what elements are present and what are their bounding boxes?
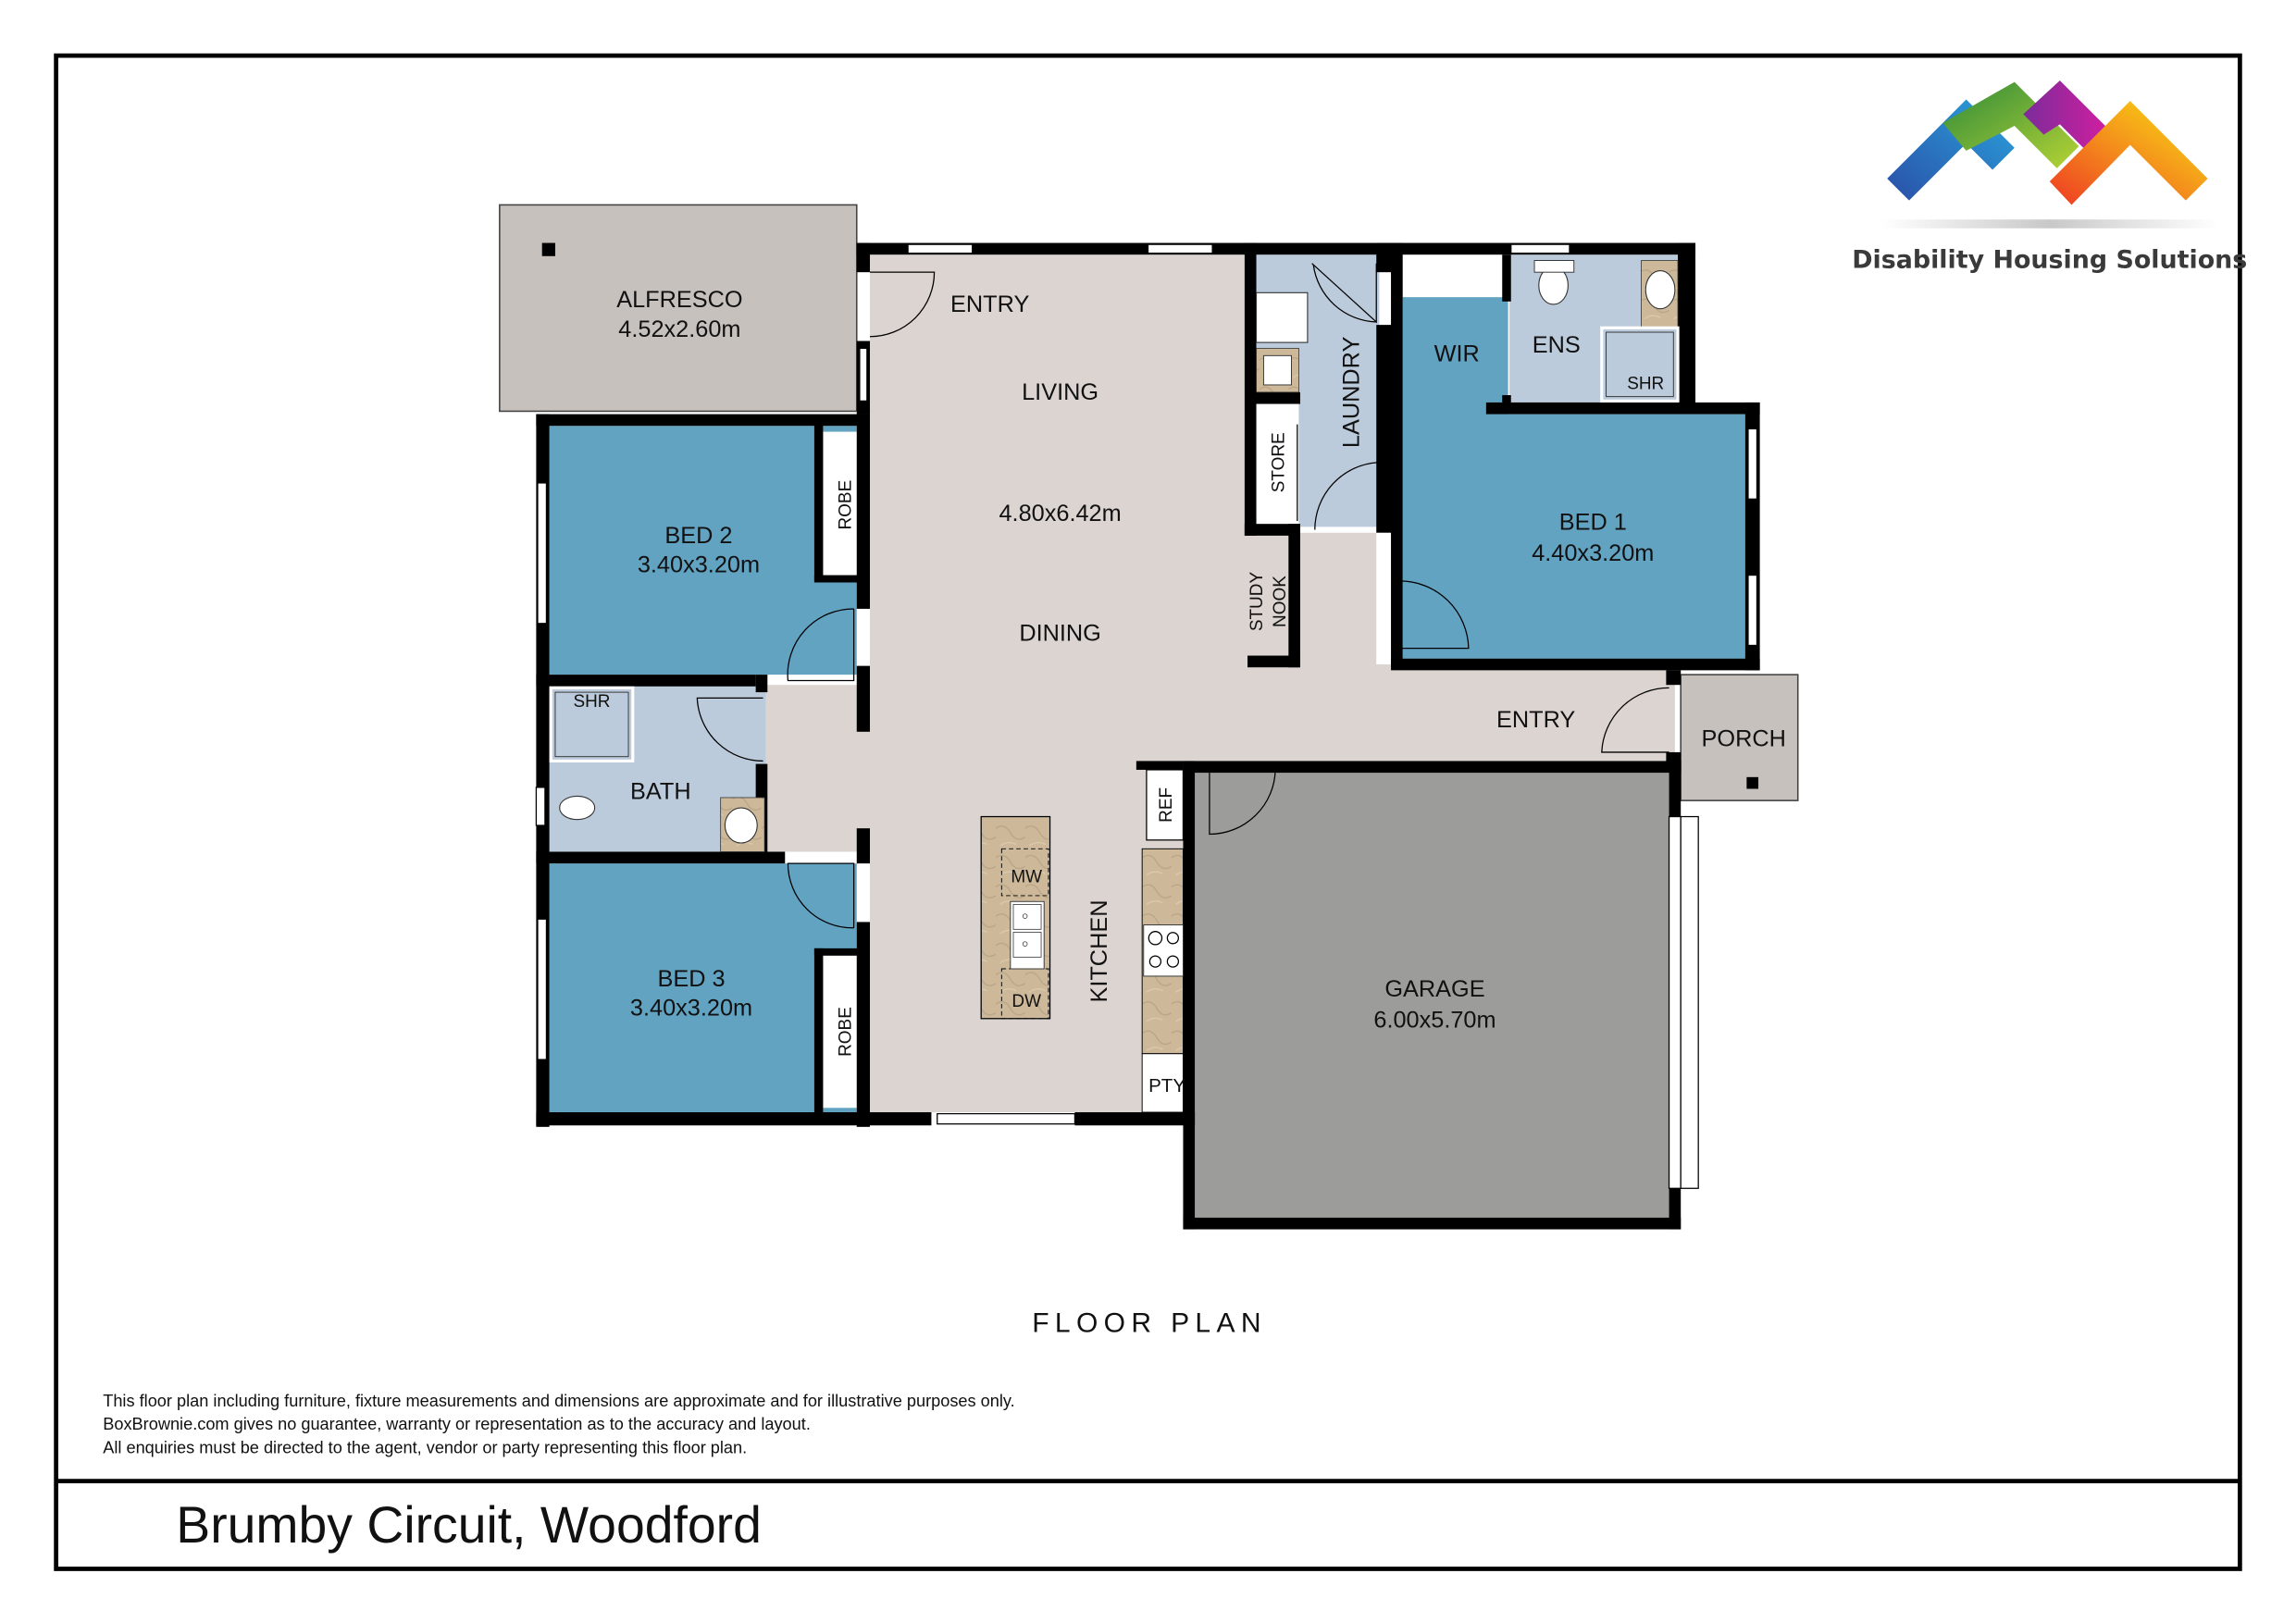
bath-shower-label: SHR — [573, 692, 610, 712]
bed1-size: 4.40x3.20m — [1532, 540, 1654, 566]
post-icon — [541, 242, 555, 256]
entry-side-label: ENTRY — [1496, 707, 1575, 733]
dining-label: DINING — [1019, 621, 1101, 647]
logo-shadow — [1880, 219, 2218, 229]
post-icon — [1746, 776, 1759, 789]
microwave-label: MW — [1011, 868, 1042, 887]
alfresco-size: 4.52x2.60m — [618, 316, 740, 342]
room-porch — [1680, 674, 1799, 801]
door-entry-main — [869, 271, 936, 338]
laundry-tub-icon — [1262, 354, 1292, 386]
room-bed3 — [549, 863, 857, 1113]
room-bed1-wir — [1402, 297, 1745, 659]
room-bed2-robe — [823, 431, 863, 578]
fridge-space — [1146, 769, 1185, 841]
logo-purple-chevron — [2023, 80, 2109, 151]
store-label: STORE — [1270, 432, 1289, 492]
porch-label: PORCH — [1702, 726, 1786, 752]
sheet-border — [54, 53, 2242, 1571]
garage-label: GARAGE — [1384, 976, 1484, 1002]
living-label: LIVING — [1022, 379, 1098, 405]
toilet-icon — [559, 795, 596, 821]
pantry — [1141, 1053, 1184, 1113]
bed2-size: 3.40x3.20m — [638, 551, 760, 577]
toilet-cistern — [1533, 260, 1575, 273]
fridge-label: REF — [1157, 787, 1176, 823]
ensuite-shower-outline — [1606, 331, 1674, 398]
bed2-robe-label: ROBE — [836, 480, 855, 530]
property-address: Brumby Circuit, Woodford — [176, 1496, 762, 1554]
room-store — [1254, 403, 1299, 525]
ens-shower-label: SHR — [1627, 375, 1664, 394]
alfresco-label: ALFRESCO — [616, 287, 742, 313]
microwave-slot — [1000, 848, 1049, 897]
pantry-label: PTY — [1148, 1075, 1185, 1096]
study-nook-label-2: NOOK — [1271, 576, 1290, 627]
door-entry-side — [1601, 687, 1669, 753]
room-bed3-robe — [823, 954, 863, 1109]
wir-label: WIR — [1434, 341, 1480, 367]
door-laundry-outer — [1311, 263, 1377, 324]
basin-icon — [1644, 270, 1676, 310]
dishwasher-label: DW — [1011, 992, 1041, 1011]
door-bed2 — [787, 608, 855, 682]
bed2-label: BED 2 — [664, 523, 732, 549]
ens-label: ENS — [1533, 332, 1581, 358]
disclaimer-line-2: BoxBrownie.com gives no guarantee, warra… — [103, 1415, 811, 1433]
disclaimer-line-1: This floor plan including furniture, fix… — [103, 1392, 1014, 1410]
room-garage — [1195, 769, 1669, 1218]
entry-main-label: ENTRY — [950, 291, 1029, 317]
bed3-size: 3.40x3.20m — [630, 996, 752, 1022]
bath-label: BATH — [630, 779, 691, 805]
door-laundry-inner — [1314, 462, 1379, 530]
ensuite-shower — [1600, 326, 1680, 403]
disclaimer-line-3: All enquiries must be directed to the ag… — [103, 1439, 747, 1457]
kitchen-label: KITCHEN — [1086, 900, 1112, 1003]
room-alfresco — [499, 204, 858, 413]
logo-orange-chevron — [2049, 101, 2208, 205]
laundry-label: LAUNDRY — [1338, 337, 1364, 449]
bed1-label: BED 1 — [1559, 510, 1627, 536]
door-bed3 — [787, 862, 855, 929]
room-bed2 — [549, 426, 857, 675]
door-bath — [696, 697, 763, 762]
bed3-robe-label: ROBE — [836, 1007, 855, 1057]
company-logo: Disability Housing Solutions — [1852, 80, 2247, 274]
study-nook-label-1: STUDY — [1247, 572, 1267, 632]
windows — [535, 243, 1758, 1189]
cooktop-icon — [1143, 924, 1184, 977]
bath-shower — [549, 686, 635, 763]
bath-shower-outline — [554, 691, 629, 758]
basin-icon — [724, 807, 758, 844]
floor-plan-title: FLOOR PLAN — [1032, 1307, 1267, 1338]
bed3-label: BED 3 — [657, 966, 725, 992]
logo-green-chevron — [1942, 81, 2079, 168]
door-garage — [1209, 769, 1276, 836]
washing-machine-icon — [1255, 291, 1309, 343]
company-name: Disability Housing Solutions — [1852, 245, 2247, 274]
sink-icon — [1010, 900, 1045, 970]
door-laundry-outer-arc — [1312, 265, 1377, 323]
doors — [696, 263, 1669, 929]
garage-size: 6.00x5.70m — [1373, 1007, 1496, 1033]
door-bed1 — [1398, 580, 1470, 650]
wir-shelf — [1405, 258, 1508, 298]
living-size: 4.80x6.42m — [999, 501, 1122, 527]
